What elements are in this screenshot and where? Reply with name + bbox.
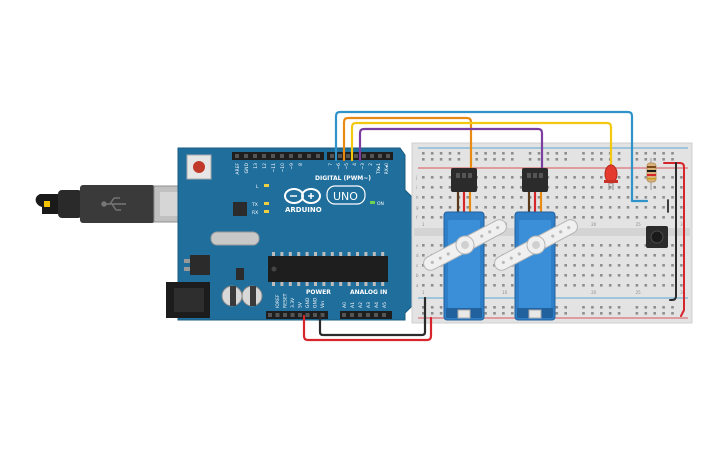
breadboard-row-letter: e [416,243,419,248]
led-label-rx: RX [252,210,258,216]
analog-pin-label: A4 [374,302,380,308]
usb-cable[interactable] [35,185,213,223]
servo-2-horn [494,219,578,271]
usb-plug-tip [44,201,50,207]
resistor[interactable] [646,158,657,190]
breadboard-column-number: 25 [636,290,642,295]
breadboard-column-number: 20 [591,222,597,227]
breadboard-column-number: 25 [636,222,642,227]
breadboard-row-letter: i [416,185,417,190]
power-pin-label: 5V [298,301,304,308]
led-label-l: L [256,184,259,190]
usb-strain-relief [58,190,82,218]
power-pin-label: GND [313,297,319,308]
power-header-label: POWER [306,289,331,296]
power-header [266,311,328,319]
servo-1-connector [451,168,477,192]
red-led[interactable] [604,164,618,190]
arduino-logo [284,188,321,204]
wire-black-rail [669,162,677,301]
breadboard-column-number: 10 [502,290,508,295]
usb-icon [101,197,126,211]
wire-red-power [302,314,433,342]
digital-pin-label: 13 [253,163,259,169]
digital-pin-label: 2 [368,163,374,166]
digital-pin-label: ~5 [344,163,350,170]
wire-red-rail [663,162,685,317]
digital-pin-label: ~9 [289,163,295,170]
digital-pin-label: 12 [262,163,268,169]
breadboard-row-letter: h [416,195,419,200]
power-pin-label: Vin [320,301,326,308]
analog-pin-label: A2 [358,302,364,308]
breadboard-column-number: 1 [422,290,425,295]
arduino-uno-board[interactable]: DIGITAL (PWM~) L TX RX ON ARDUINO UNO [166,147,414,321]
push-button[interactable] [646,226,668,248]
wire-purple [358,127,544,174]
analog-pin-label: A1 [350,302,356,308]
wires [302,110,685,342]
digital-pin-label: TX▸1 [376,163,382,175]
power-pin-label: 3.3V [290,297,296,308]
wire-blue [334,110,649,203]
digital-pin-label: ~10 [280,163,286,173]
breadboard-column-number: 20 [591,290,597,295]
breadboard-row-letter: c [416,263,418,268]
model-label: UNO [333,190,358,203]
digital-pin-label: GND [244,162,250,173]
digital-pin-label: ~6 [336,163,342,170]
usb-chip [233,202,247,216]
servo-motor-2[interactable] [491,168,581,321]
breadboard-column-number: 30 [680,222,686,227]
board-leds: L TX RX ON [251,184,384,216]
breadboard-column-number: 30 [680,290,686,295]
voltage-regulator [190,255,210,275]
power-pin-label: RESET [283,293,289,308]
breadboard-row-letter: a [416,283,419,288]
on-led-label: ON [377,201,384,207]
wire-orange [342,116,473,174]
digital-pin-label: ~11 [271,163,277,173]
wire-yellow [350,121,613,170]
digital-pin-label: ~3 [360,163,366,170]
breadboard-row-letter: f [416,215,418,220]
wire-black-ground [318,296,427,337]
digital-pin-label: AREF [235,163,241,175]
analog-pin-label: A3 [366,302,372,308]
power-pin-label: IOREF [275,294,281,308]
breadboard-column-number: 1 [422,222,425,227]
power-pin-label: GND [305,297,311,308]
breadboard-row-letter: j [415,175,417,180]
model-badge [326,185,366,205]
breadboard-row-letter: g [416,205,419,210]
digital-pin-label: 8 [298,163,304,166]
digital-pin-label: 7 [328,163,334,166]
breadboard-row-letter: d [416,253,419,258]
analog-header-label: ANALOG IN [350,289,387,296]
analog-pin-label: A0 [342,302,348,308]
crystal [210,231,260,246]
digital-pin-label: RX◂0 [384,163,390,174]
servo-2-connector [522,168,548,192]
servo-motor-1[interactable] [420,168,510,321]
servo-1-horn [423,219,507,271]
digital-header-left [232,152,324,160]
atmega-chip [268,256,388,282]
brand-label: ARDUINO [285,206,322,214]
analog-pin-label: A5 [382,302,388,308]
breadboard-row-letter: b [416,273,419,278]
digital-pin-label: 4 [352,163,358,166]
digital-header-label: DIGITAL (PWM~) [315,175,371,182]
led-label-tx: TX [251,202,258,208]
